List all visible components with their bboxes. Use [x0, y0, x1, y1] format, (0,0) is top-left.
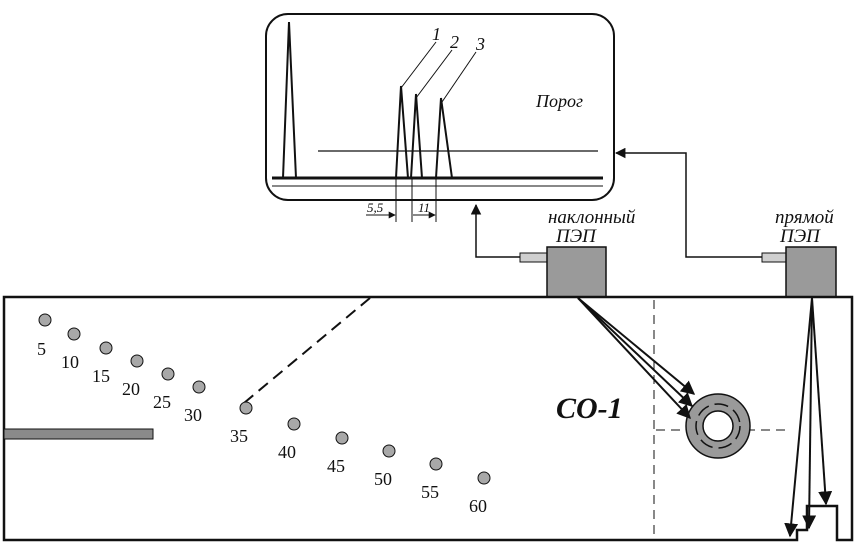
dashed-beam-line — [243, 297, 371, 404]
hole-10 — [67, 327, 81, 341]
hole-label-35: 35 — [230, 426, 248, 446]
straight-beams — [784, 297, 833, 538]
leader-3 — [441, 51, 477, 103]
hole-40 — [287, 417, 301, 431]
hole-20 — [130, 354, 144, 368]
hole-label-60: 60 — [469, 496, 487, 516]
hole-label-50: 50 — [374, 469, 392, 489]
hole-60 — [477, 471, 491, 485]
hole-label-30: 30 — [184, 405, 202, 425]
peak-label-2: 2 — [450, 32, 459, 52]
hole-label-25: 25 — [153, 392, 171, 412]
hole-55 — [429, 457, 443, 471]
peak-label-3: 3 — [475, 34, 485, 54]
leader-1 — [400, 41, 437, 89]
angled-beams — [577, 297, 696, 420]
hole-label-20: 20 — [122, 379, 140, 399]
angled-probe-body — [546, 246, 607, 298]
hole-label-5: 5 — [37, 339, 46, 359]
hole-35 — [239, 401, 253, 415]
threshold-label: Порог — [535, 91, 583, 111]
echo-peak-2 — [410, 93, 423, 179]
peak-label-1: 1 — [432, 24, 441, 44]
straight-probe-label-2: ПЭП — [779, 226, 821, 247]
cylinder-reflector — [685, 393, 751, 459]
hole-label-10: 10 — [61, 352, 79, 372]
hole-label-40: 40 — [278, 442, 296, 462]
straight-probe — [761, 246, 837, 298]
straight-probe-cable — [614, 147, 767, 258]
straight-probe-label-1: прямой — [775, 207, 834, 228]
flaw-detector-screen: 1 2 3 Порог 5,5 11 — [265, 13, 615, 222]
hole-30 — [192, 380, 206, 394]
angled-probe — [519, 246, 607, 298]
dimension-marks — [366, 178, 437, 222]
dimension-label-right: 11 — [418, 200, 430, 215]
block-insert — [3, 428, 154, 440]
angled-probe-label-2: ПЭП — [555, 226, 597, 247]
leader-2 — [415, 49, 453, 99]
depth-holes: 5 10 15 20 25 30 35 40 45 50 55 60 — [37, 313, 491, 516]
hole-label-45: 45 — [327, 456, 345, 476]
angled-probe-label-1: наклонный — [548, 207, 636, 228]
hole-label-15: 15 — [92, 366, 110, 386]
hole-15 — [99, 341, 113, 355]
hole-25 — [161, 367, 175, 381]
initial-pulse — [282, 21, 297, 179]
straight-probe-body — [785, 246, 837, 298]
echo-peak-3 — [435, 97, 453, 179]
echo-peak-1 — [395, 85, 409, 179]
hole-45 — [335, 431, 349, 445]
hole-label-55: 55 — [421, 482, 439, 502]
hole-5 — [38, 313, 52, 327]
dimension-label-left: 5,5 — [367, 200, 384, 215]
block-name: СО-1 — [556, 392, 623, 425]
hole-50 — [382, 444, 396, 458]
angled-probe-cable — [470, 203, 525, 258]
